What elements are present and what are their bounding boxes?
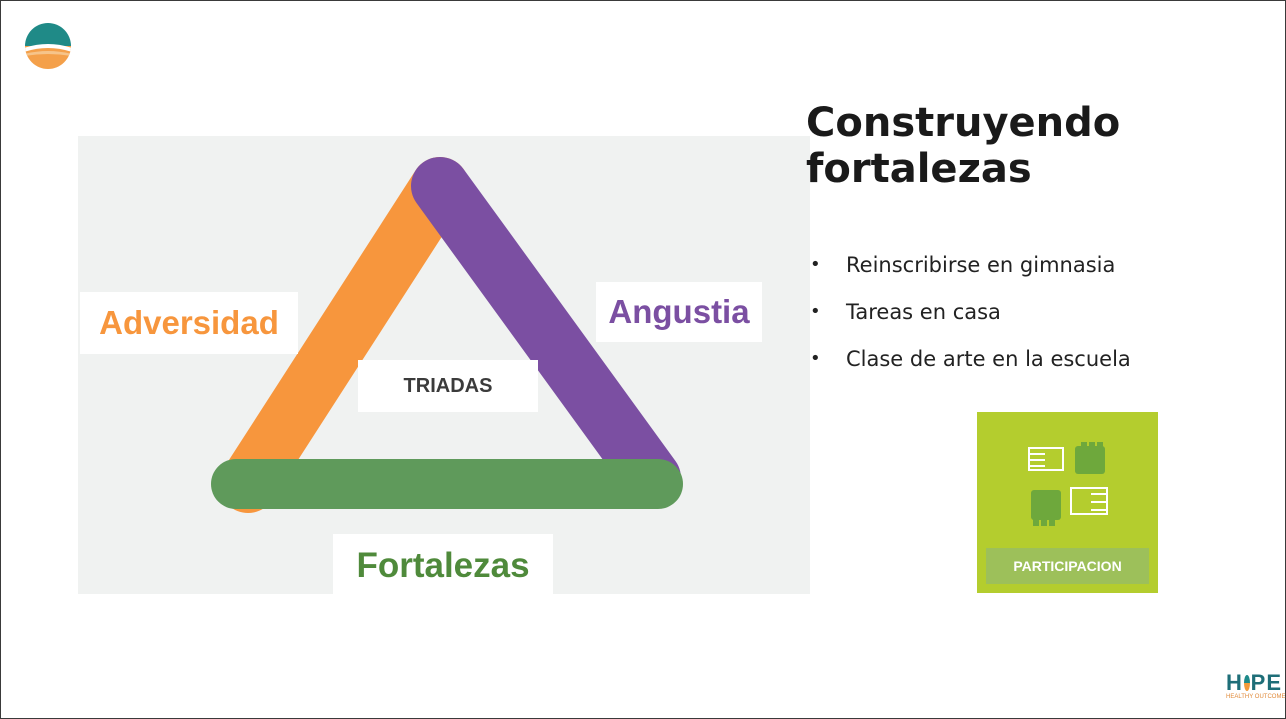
hope-o-sun-icon — [1243, 675, 1250, 691]
bullet-text: Clase de arte en la escuela — [846, 347, 1131, 371]
bullet-item: • Tareas en casa — [808, 293, 1131, 340]
bullet-text: Tareas en casa — [846, 300, 1001, 324]
hope-word-left: H — [1226, 670, 1243, 695]
hope-subtitle: HEALTHY OUTCOMES — [1226, 694, 1286, 700]
hands-joined-icon — [1028, 442, 1108, 526]
label-angustia: Angustia — [596, 282, 762, 342]
bullet-item: • Reinscribirse en gimnasia — [808, 246, 1131, 293]
hope-word-right: PE — [1250, 670, 1282, 695]
hope-sun-logo-icon — [25, 23, 71, 69]
participation-card: PARTICIPACION — [977, 412, 1158, 593]
bullet-text: Reinscribirse en gimnasia — [846, 253, 1116, 277]
bullet-item: • Clase de arte en la escuela — [808, 340, 1131, 387]
angustia-side — [411, 157, 681, 507]
adversidad-side — [219, 157, 469, 513]
bullet-list: • Reinscribirse en gimnasia • Tareas en ca… — [808, 246, 1131, 387]
bullet-dot-icon: • — [810, 348, 821, 369]
hope-wordmark: H PE — [1226, 672, 1282, 694]
bullet-dot-icon: • — [810, 254, 821, 275]
triad-triangle — [211, 157, 683, 513]
bullet-dot-icon: • — [810, 301, 821, 322]
participation-label: PARTICIPACION — [986, 548, 1149, 584]
slide-title: Construyendo fortalezas — [806, 100, 1121, 192]
hope-brand-logo: H PE HEALTHY OUTCOMES — [1226, 672, 1286, 708]
label-fortalezas: Fortalezas — [333, 534, 553, 598]
label-triadas: TRIADAS — [358, 360, 538, 412]
label-adversidad: Adversidad — [80, 292, 298, 354]
